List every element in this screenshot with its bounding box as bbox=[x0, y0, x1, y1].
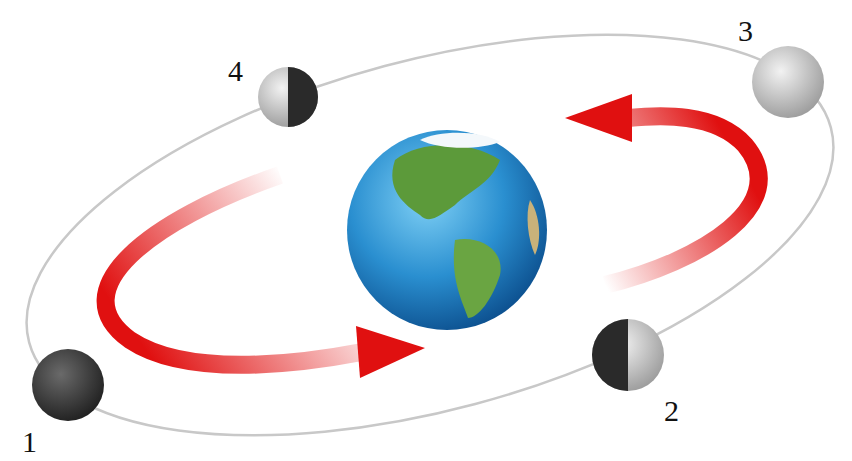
last-quarter-moon bbox=[258, 67, 318, 127]
new-moon bbox=[32, 349, 104, 421]
callout-number: 3 bbox=[738, 16, 753, 46]
arrow-head bbox=[565, 94, 632, 142]
earth-ocean bbox=[347, 130, 547, 330]
callout-number: 4 bbox=[228, 56, 243, 86]
moon-dark-half bbox=[592, 319, 628, 391]
moon-dark-half bbox=[288, 67, 318, 127]
first-quarter-moon bbox=[592, 319, 664, 391]
callout-number: 2 bbox=[664, 396, 679, 426]
arrow-head bbox=[356, 326, 425, 378]
orbit-arrow bbox=[106, 175, 362, 365]
orbit-arrow bbox=[605, 116, 759, 285]
earth-ice bbox=[420, 133, 500, 148]
moon-lit-half bbox=[592, 319, 664, 391]
earth-land bbox=[392, 145, 500, 219]
earth-land bbox=[528, 200, 540, 255]
earth-land bbox=[454, 239, 501, 318]
callout-number: 1 bbox=[22, 427, 37, 457]
full-moon bbox=[752, 46, 824, 118]
earth-globe bbox=[347, 130, 547, 330]
moon-lit-half bbox=[258, 67, 318, 127]
